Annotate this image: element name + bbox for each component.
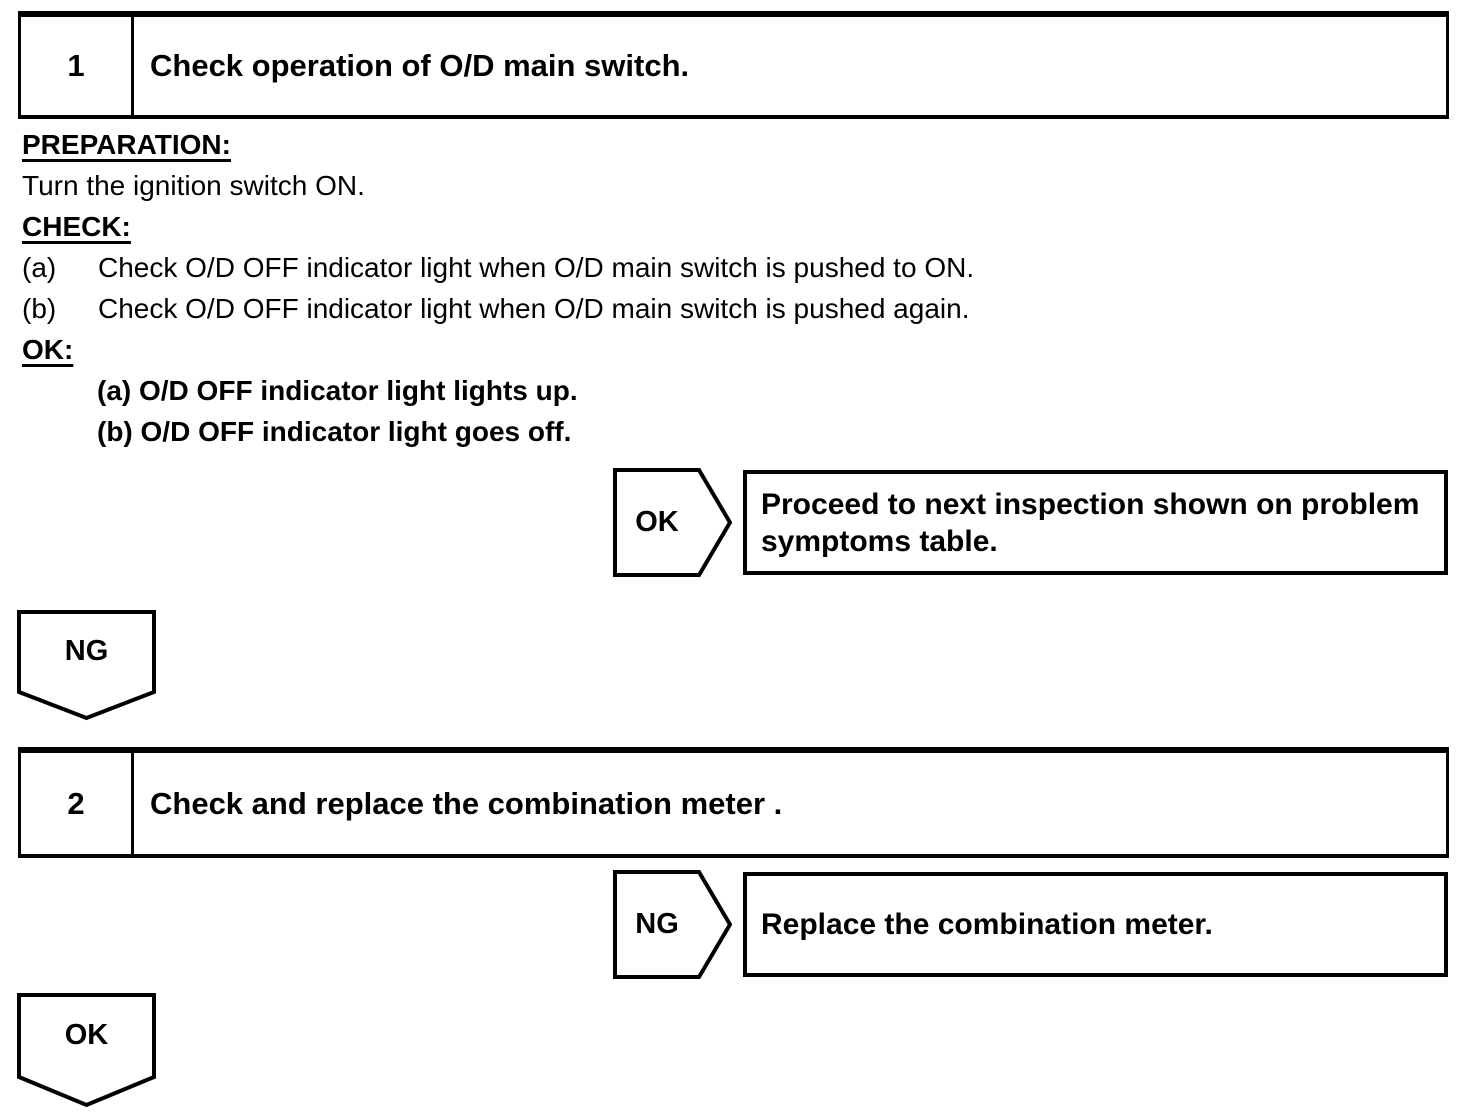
ng-result-text: Replace the combination meter. <box>761 908 1213 941</box>
ng-connector-label: NG <box>64 634 109 667</box>
check-item-a: (a) Check O/D OFF indicator light when O… <box>22 247 1442 288</box>
ok-item-a: (a) O/D OFF indicator light lights up. <box>97 375 578 406</box>
ng-down-connector-icon <box>17 610 156 721</box>
check-item-b-text: Check O/D OFF indicator light when O/D m… <box>98 293 970 324</box>
step-1-procedure: PREPARATION: Turn the ignition switch ON… <box>22 124 1442 452</box>
step-1-number: 1 <box>21 17 134 115</box>
ok-arrow-right-icon <box>613 468 732 577</box>
preparation-text: Turn the ignition switch ON. <box>22 170 365 201</box>
check-item-a-text: Check O/D OFF indicator light when O/D m… <box>98 252 975 283</box>
step-1-box: 1 Check operation of O/D main switch. <box>18 11 1449 119</box>
check-item-b: (b) Check O/D OFF indicator light when O… <box>22 288 1442 329</box>
step-1-title: Check operation of O/D main switch. <box>150 48 690 83</box>
ok-connector-label: OK <box>64 1018 109 1051</box>
ng-arrow-right-icon <box>613 870 732 979</box>
check-item-b-label: (b) <box>22 293 57 324</box>
check-item-a-label: (a) <box>22 252 57 283</box>
ng-arrow-label: NG <box>635 908 679 940</box>
ok-result-box: Proceed to next inspection shown on prob… <box>743 470 1448 575</box>
step-2-box: 2 Check and replace the combination mete… <box>18 747 1449 858</box>
step-2-title: Check and replace the combination meter … <box>150 785 783 821</box>
ok-arrow-label: OK <box>635 506 679 538</box>
ok-result-line-1: Proceed to next inspection shown on prob… <box>761 487 1420 521</box>
ok-down-connector-icon <box>17 993 156 1108</box>
ok-result-line-2: symptoms table. <box>761 524 998 558</box>
step-2-number: 2 <box>21 753 134 854</box>
check-heading: CHECK: <box>22 211 131 242</box>
ok-heading: OK: <box>22 334 74 365</box>
preparation-heading: PREPARATION: <box>22 129 231 160</box>
ng-result-box: Replace the combination meter. <box>743 872 1448 977</box>
ok-item-b: (b) O/D OFF indicator light goes off. <box>97 416 572 447</box>
